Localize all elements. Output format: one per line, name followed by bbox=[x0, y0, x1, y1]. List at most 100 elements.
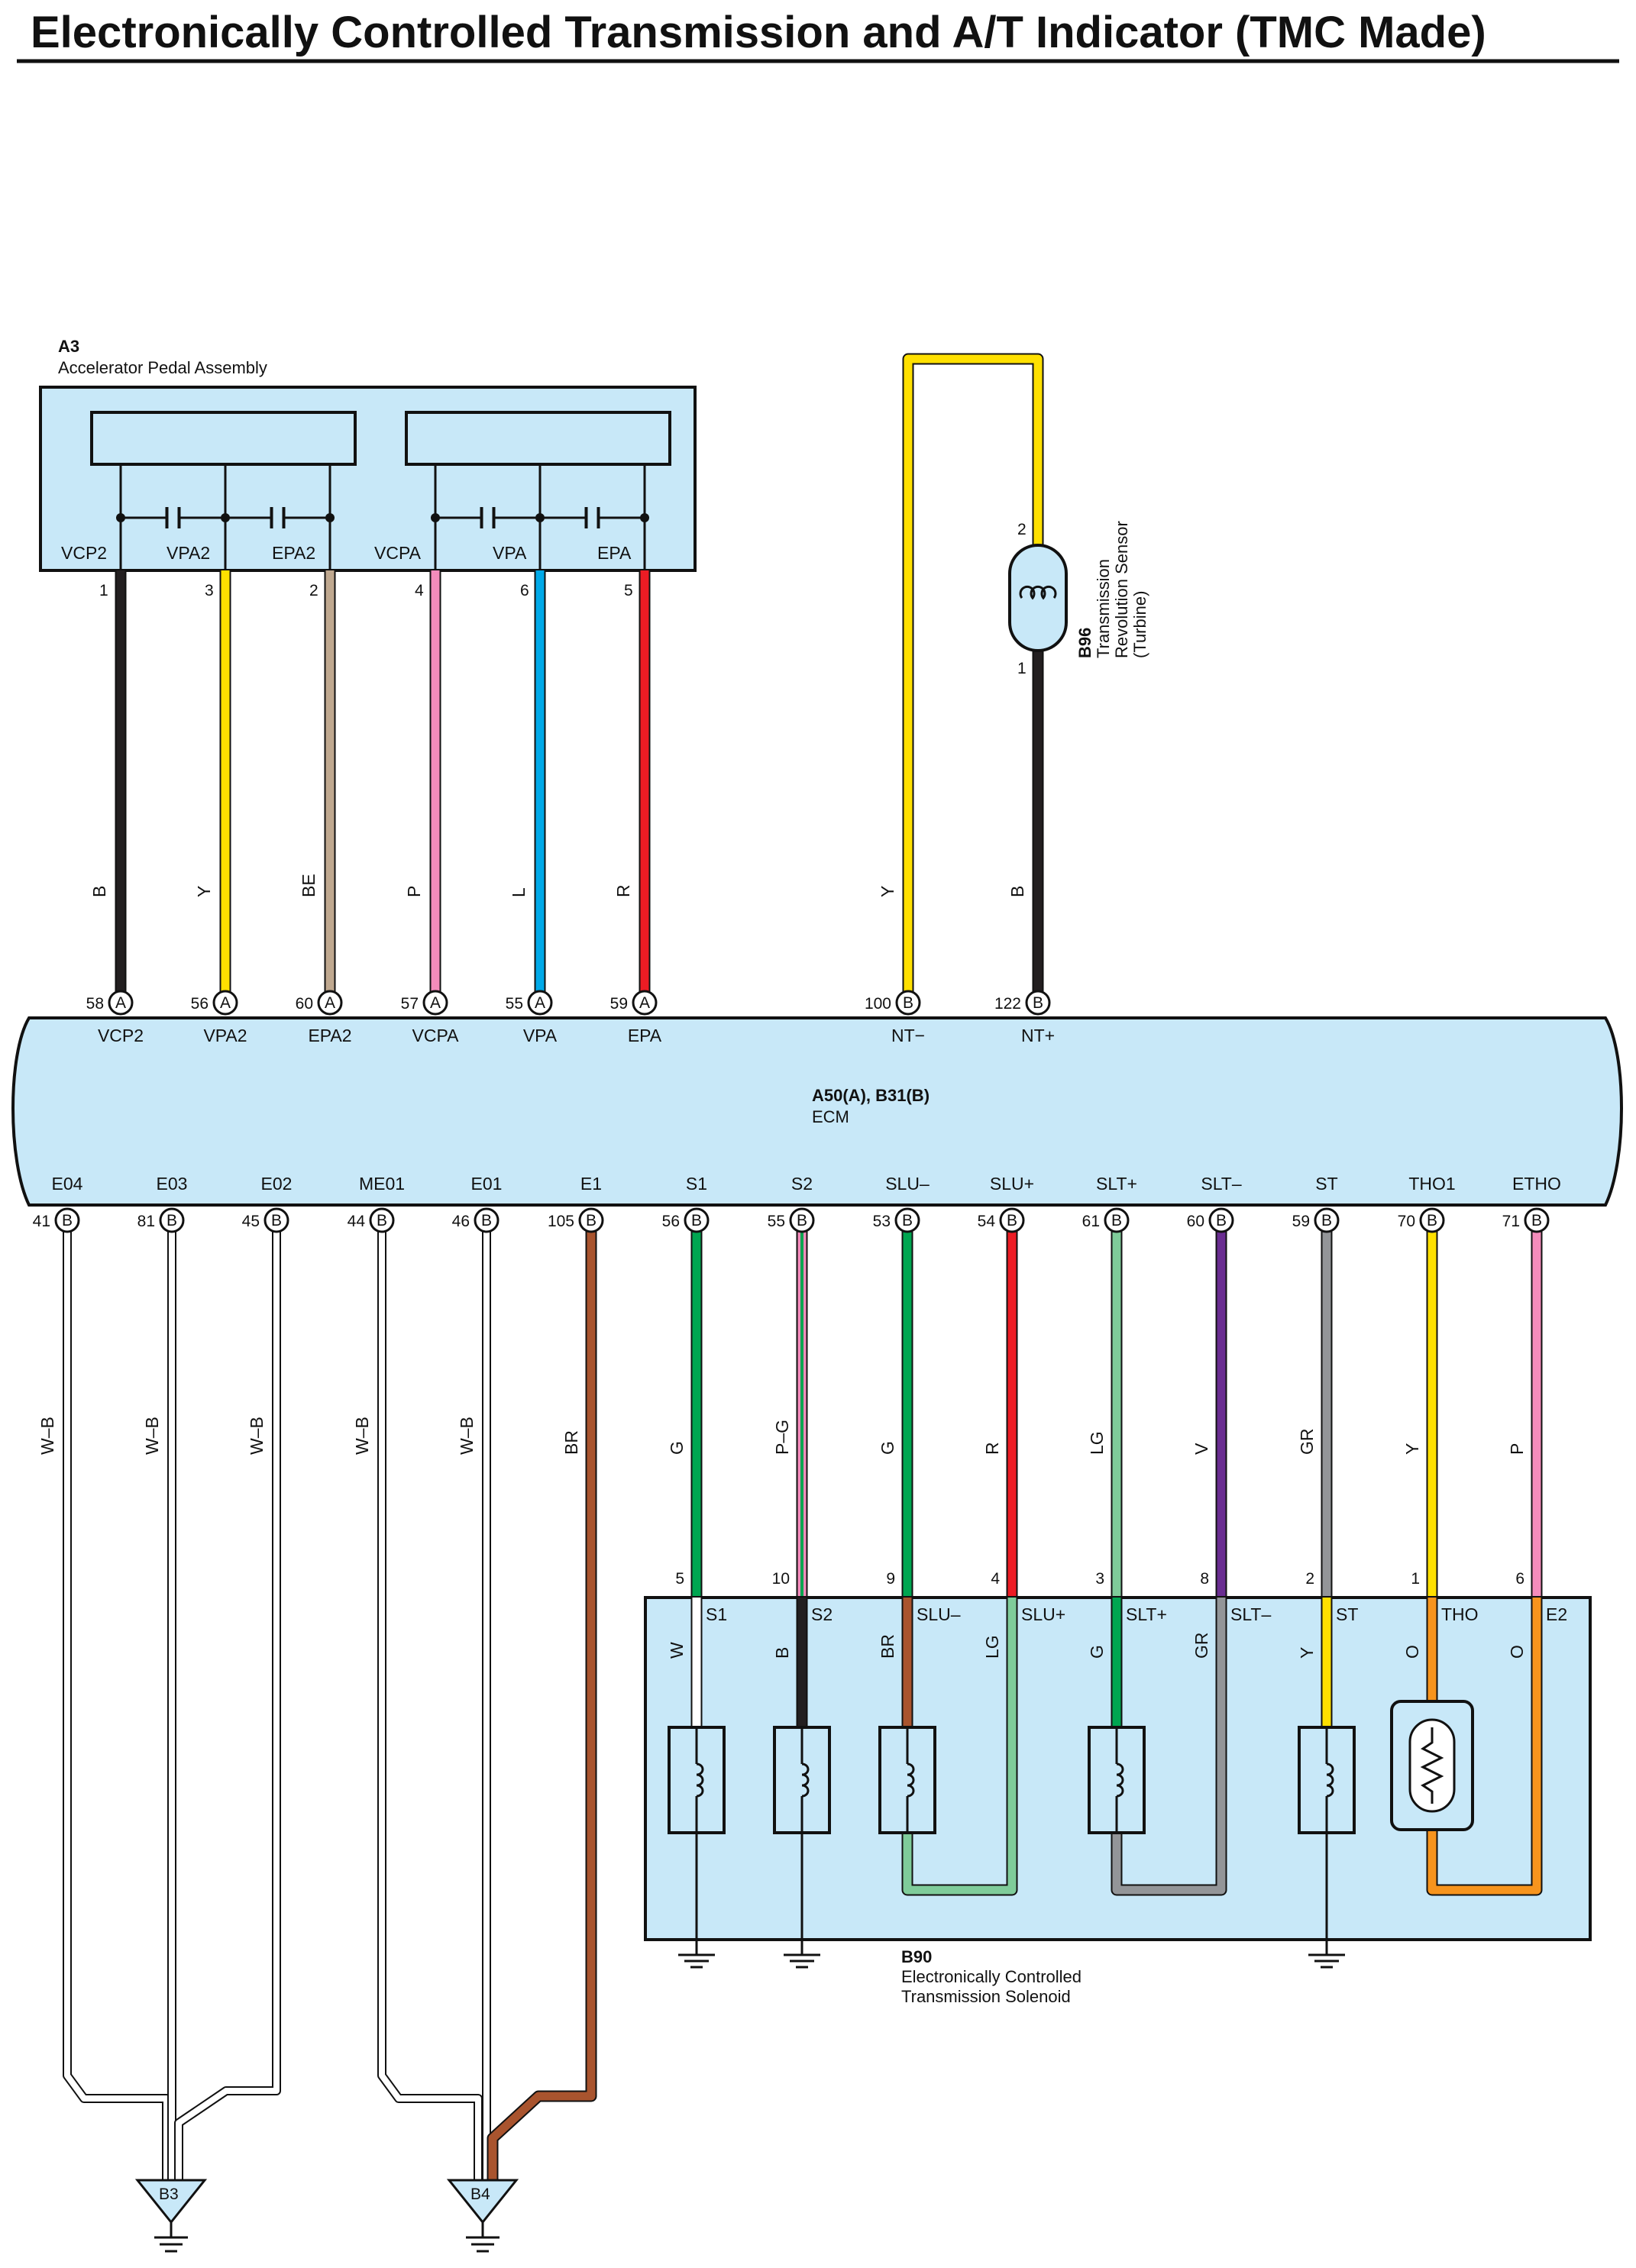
ecm-pin-number: 61 bbox=[1082, 1213, 1100, 1230]
ecm-terminal-label: SLT– bbox=[1201, 1174, 1241, 1194]
connector-letter: B bbox=[481, 1212, 492, 1229]
pedal-terminal-label: EPA2 bbox=[272, 543, 315, 563]
wire-color-label: R bbox=[613, 884, 633, 897]
solenoid-pin-number: 1 bbox=[1411, 1570, 1420, 1588]
solenoid-name-line: Transmission Solenoid bbox=[901, 1987, 1071, 2006]
solenoid-pin-number: 9 bbox=[886, 1570, 895, 1588]
pedal-terminal-label: VCP2 bbox=[61, 543, 107, 563]
coil-icon bbox=[907, 1762, 915, 1798]
connector-circle bbox=[895, 990, 921, 1016]
connector-circle bbox=[999, 1207, 1025, 1233]
pedal-name: Accelerator Pedal Assembly bbox=[58, 358, 267, 377]
solenoid-terminal-label: SLT+ bbox=[1126, 1604, 1167, 1624]
pedal-pin-number: 6 bbox=[520, 582, 529, 599]
ecm-pin-number: 58 bbox=[86, 995, 104, 1013]
solenoid-terminal-label: SLU– bbox=[917, 1604, 961, 1624]
wire-color-label: W–B bbox=[142, 1417, 162, 1455]
solenoid-terminal-label: THO bbox=[1441, 1604, 1479, 1624]
connector-letter: B bbox=[167, 1212, 177, 1229]
solenoid-wire-label: O bbox=[1507, 1645, 1527, 1659]
connector-letter: B bbox=[903, 994, 913, 1012]
wire-color-label: P–G bbox=[772, 1420, 792, 1455]
turbine-coil-icon bbox=[1019, 585, 1057, 600]
ecm-terminal-label: SLU+ bbox=[990, 1174, 1034, 1194]
pedal-terminal-label: VPA bbox=[493, 543, 527, 563]
inner-loop-wire bbox=[1112, 1598, 1226, 1895]
solenoid-wire-label: W bbox=[667, 1642, 687, 1659]
connector-letter: B bbox=[691, 1212, 702, 1229]
coil-icon bbox=[801, 1762, 810, 1798]
wire-color-label: P bbox=[1507, 1443, 1527, 1455]
ground-b3-label: B3 bbox=[159, 2186, 179, 2203]
solenoid-terminal-label: S2 bbox=[811, 1604, 833, 1624]
connector-letter: A bbox=[639, 994, 650, 1012]
solenoid-internal: 5S1W10S2B9SLU–BR4SLU+LG3SLT+G8SLT–GR2STY… bbox=[667, 1570, 1567, 1969]
connector-circle bbox=[1419, 1207, 1445, 1233]
wire-color-label: Y bbox=[1402, 1443, 1422, 1455]
ecm-terminal-label: SLT+ bbox=[1096, 1174, 1137, 1194]
connector-letter: B bbox=[1216, 1212, 1227, 1229]
ecm-pin-number: 60 bbox=[1187, 1213, 1204, 1230]
solenoid-wire-label: B bbox=[772, 1647, 792, 1659]
solenoid-pin-number: 8 bbox=[1200, 1570, 1209, 1588]
solenoid-wire-label: GR bbox=[1191, 1633, 1211, 1659]
solenoid-terminal-label: E2 bbox=[1546, 1604, 1567, 1624]
ecm-terminal-label: ST bbox=[1315, 1174, 1337, 1194]
ecm-pin-number: 41 bbox=[33, 1213, 50, 1230]
ecm-pin-number: 59 bbox=[1292, 1213, 1310, 1230]
connector-letter: B bbox=[377, 1212, 387, 1229]
connector-letter: A bbox=[535, 994, 545, 1012]
ecm-terminal-label: E01 bbox=[471, 1174, 503, 1194]
solenoid-wire-label: O bbox=[1402, 1645, 1422, 1659]
solenoid-wire-label: Y bbox=[1297, 1647, 1317, 1659]
connector-circle bbox=[684, 1207, 710, 1233]
sensor-code: B96 bbox=[1075, 628, 1094, 658]
ecm-terminal-label: EPA2 bbox=[308, 1026, 351, 1045]
ecm-code: A50(A), B31(B) bbox=[812, 1086, 930, 1105]
connector-circle bbox=[1025, 990, 1051, 1016]
coil-icon bbox=[1116, 1762, 1124, 1798]
connector-circle bbox=[1524, 1207, 1550, 1233]
pedal-terminal-label: EPA bbox=[597, 543, 632, 563]
connector-circle bbox=[159, 1207, 185, 1233]
wire-color-label: Y bbox=[878, 886, 897, 897]
coil-icon bbox=[696, 1762, 704, 1798]
solenoid-terminal-label: S1 bbox=[706, 1604, 727, 1624]
connector-circle bbox=[1208, 1207, 1234, 1233]
connector-letter: A bbox=[115, 994, 126, 1012]
solenoid-wire-label: BR bbox=[878, 1634, 897, 1659]
sensor-wire-yellow-outline bbox=[902, 353, 1044, 1003]
ground-points: B3 B4 bbox=[134, 2179, 519, 2224]
solenoid-wire-label: G bbox=[1087, 1645, 1107, 1659]
connector-letter: A bbox=[325, 994, 335, 1012]
solenoid-wire-label: LG bbox=[982, 1635, 1002, 1659]
e1-wire bbox=[488, 1220, 596, 2180]
pedal-pin-number: 1 bbox=[99, 582, 108, 599]
ecm-box bbox=[11, 1016, 1623, 1207]
ecm-pin-number: 60 bbox=[296, 995, 313, 1013]
connector-circle bbox=[1314, 1207, 1340, 1233]
connector-letter: B bbox=[1427, 1212, 1437, 1229]
wire-color-label: W–B bbox=[37, 1417, 57, 1455]
sensor-wire-yellow bbox=[904, 354, 1043, 1003]
wire-color-label: L bbox=[509, 887, 529, 897]
ecm-terminal-label: VCPA bbox=[412, 1026, 460, 1045]
solenoid-terminal-label: ST bbox=[1336, 1604, 1358, 1624]
turbine-sensor-body bbox=[1008, 544, 1068, 652]
pedal-pin-number: 4 bbox=[415, 582, 424, 599]
wire-color-label: B bbox=[1007, 886, 1027, 897]
connector-circle bbox=[474, 1207, 500, 1233]
wire-color-label: BE bbox=[299, 874, 318, 897]
ecm-terminal-label: E1 bbox=[580, 1174, 602, 1194]
ecm-terminal-label: S2 bbox=[791, 1174, 813, 1194]
ecm-terminal-label: EPA bbox=[628, 1026, 662, 1045]
ecm-pin-number: 55 bbox=[506, 995, 523, 1013]
ecm-pin-number: 59 bbox=[610, 995, 628, 1013]
ecm-terminal-label: SLU– bbox=[885, 1174, 930, 1194]
solenoid-code: B90 bbox=[901, 1947, 932, 1966]
ground-b3-triangle bbox=[134, 2179, 208, 2224]
wire-color-label: P bbox=[404, 886, 424, 897]
ecm-terminal-label: VPA2 bbox=[203, 1026, 247, 1045]
sensor-name-line: (Turbine) bbox=[1130, 591, 1149, 658]
